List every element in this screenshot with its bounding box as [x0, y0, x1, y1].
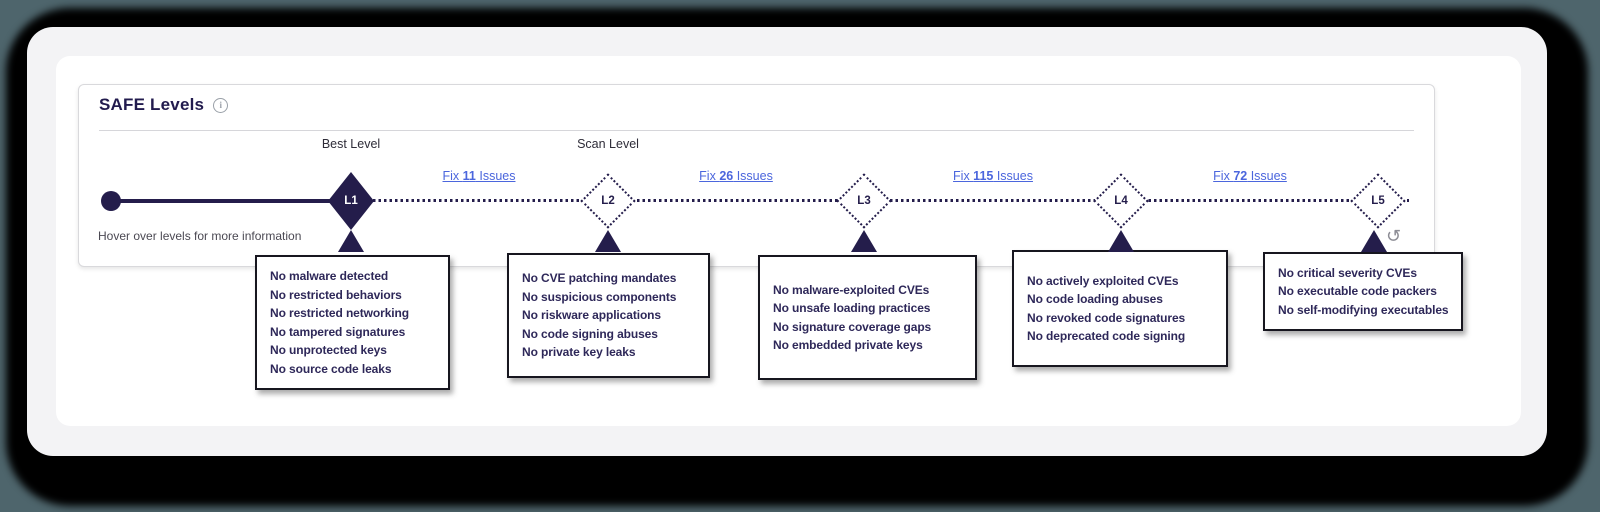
timeline-solid-line — [111, 199, 351, 203]
reset-icon[interactable]: ↺ — [1386, 226, 1402, 247]
fix-issues-link-l4[interactable]: Fix 115 Issues — [953, 169, 1033, 183]
hover-hint: Hover over levels for more information — [98, 229, 302, 243]
header-divider — [99, 130, 1414, 131]
tooltip-line: No critical severity CVEs — [1278, 265, 1417, 280]
fix-link-suffix: Issues — [475, 169, 516, 183]
info-icon[interactable]: i — [213, 97, 229, 113]
tooltip-line: No executable code packers — [1278, 284, 1437, 299]
outer-card: SAFE Levels i Best Level Scan Level Fix … — [27, 27, 1547, 456]
tooltip-line: No revoked code signatures — [1027, 310, 1186, 325]
tooltip-line: No embedded private keys — [773, 338, 923, 352]
best-level-label: Best Level — [321, 137, 381, 151]
fix-link-count: 115 — [973, 169, 994, 183]
tooltip-line: No tampered signatures — [270, 324, 406, 339]
tooltip-line: No signature coverage gaps — [773, 319, 932, 334]
fix-link-suffix: Issues — [1247, 169, 1287, 183]
level-diamond-l5[interactable] — [1350, 173, 1406, 229]
content-card: SAFE Levels i Best Level Scan Level Fix … — [56, 56, 1521, 426]
level-diamond-l1[interactable] — [328, 172, 374, 230]
fix-link-prefix: Fix — [953, 169, 974, 183]
fix-link-prefix: Fix — [442, 169, 463, 183]
tooltip-line: No private key leaks — [522, 345, 636, 360]
tooltip-l5: No critical severity CVEs No executable … — [1263, 252, 1463, 331]
tooltip-line: No restricted networking — [270, 306, 409, 320]
tooltip-pointer-l4 — [1108, 230, 1134, 252]
fix-issues-link-l5[interactable]: Fix 72 Issues — [1213, 169, 1287, 183]
tooltip-line: No deprecated code signing — [1027, 329, 1186, 343]
tooltip-line: No unsafe loading practices — [773, 301, 931, 315]
page-title: SAFE Levels — [99, 95, 205, 114]
tooltip-line: No unprotected keys — [270, 343, 387, 357]
fix-link-prefix: Fix — [1213, 169, 1234, 183]
tooltip-line: No malware-exploited CVEs — [773, 282, 930, 297]
tooltip-pointer-l5 — [1361, 230, 1387, 252]
fix-link-count: 26 — [719, 169, 734, 183]
level-diamond-l3[interactable] — [836, 173, 892, 229]
tooltip-pointer-l3 — [851, 230, 877, 252]
level-diamond-l4[interactable] — [1093, 173, 1149, 229]
tooltip-line: No code signing abuses — [522, 326, 658, 341]
tooltip-line: No code loading abuses — [1027, 292, 1163, 306]
tooltip-line: No self-modifying executables — [1278, 302, 1449, 317]
tooltip-pointer-l1 — [338, 230, 364, 252]
safe-levels-panel: SAFE Levels i Best Level Scan Level Fix … — [78, 84, 1435, 267]
level-diamond-l2[interactable] — [580, 173, 636, 229]
fix-link-suffix: Issues — [733, 169, 773, 183]
timeline-start-dot — [101, 191, 121, 211]
tooltip-l4: No actively exploited CVEs No code loadi… — [1012, 250, 1228, 367]
tooltip-l3: No malware-exploited CVEs No unsafe load… — [758, 255, 977, 380]
tooltip-line: No source code leaks — [270, 361, 392, 376]
fix-link-prefix: Fix — [699, 169, 720, 183]
fix-link-count: 72 — [1233, 169, 1248, 183]
tooltip-line: No malware detected — [270, 269, 389, 283]
fix-issues-link-l3[interactable]: Fix 26 Issues — [699, 169, 773, 183]
fix-link-suffix: Issues — [993, 169, 1033, 183]
tooltip-line: No actively exploited CVEs — [1027, 273, 1179, 288]
tooltip-line: No suspicious components — [522, 289, 677, 304]
tooltip-line: No restricted behaviors — [270, 287, 402, 302]
tooltip-l2: No CVE patching mandates No suspicious c… — [507, 253, 710, 378]
panel-header: SAFE Levels i — [99, 95, 229, 115]
tooltip-line: No CVE patching mandates — [522, 271, 677, 286]
fix-issues-link-l2[interactable]: Fix 11 Issues — [443, 169, 516, 183]
fix-link-count: 11 — [462, 169, 476, 183]
tooltip-l1: No malware detected No restricted behavi… — [255, 255, 450, 390]
scan-level-label: Scan Level — [577, 137, 639, 151]
tooltip-pointer-l2 — [595, 230, 621, 252]
tooltip-line: No riskware applications — [522, 308, 661, 323]
